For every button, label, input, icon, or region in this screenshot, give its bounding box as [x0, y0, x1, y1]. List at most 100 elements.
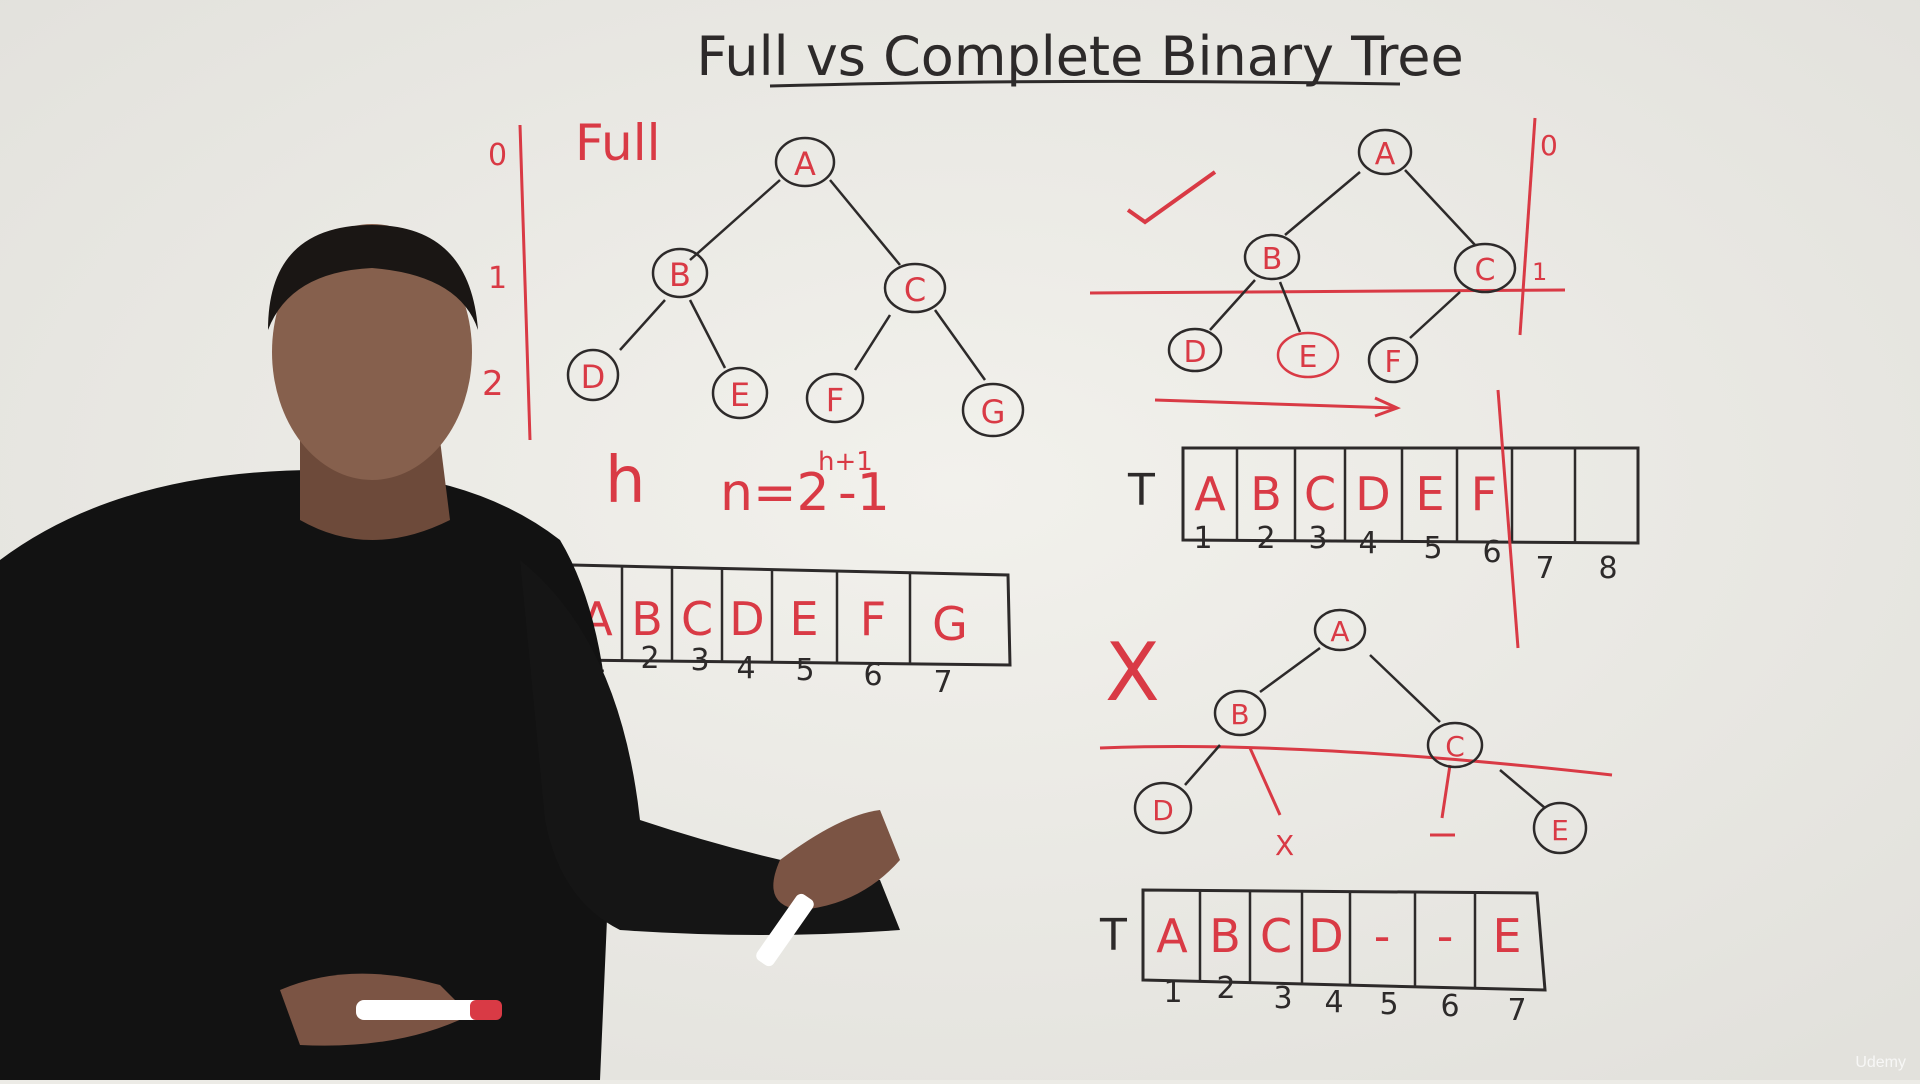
yes-node-d: D [1167, 327, 1223, 373]
height-symbol: h [605, 444, 646, 518]
no-index-5: 5 [1379, 987, 1398, 1022]
yes-tree-edges [1209, 169, 1476, 339]
full-level-1: 1 [488, 261, 507, 296]
no-node-e: E [1532, 801, 1588, 855]
full-node-c: C [883, 262, 947, 314]
no-cell-6: - [1437, 909, 1454, 963]
no-index-4: 4 [1324, 985, 1343, 1020]
no-node-b: B [1213, 689, 1267, 737]
full-index-2: 2 [640, 641, 659, 676]
svg-text:E: E [730, 376, 750, 414]
no-index-6: 6 [1440, 989, 1459, 1024]
marker-right [756, 893, 814, 967]
full-cell-2: B [631, 592, 663, 646]
yes-node-b: B [1243, 233, 1301, 281]
formula-tail: -1 [838, 463, 890, 523]
full-label: Full [575, 114, 661, 172]
no-node-d: D [1133, 781, 1193, 835]
yes-node-c: C [1453, 242, 1517, 294]
svg-text:B: B [1262, 242, 1283, 277]
yes-index-6: 6 [1482, 535, 1501, 570]
full-level-0: 0 [488, 138, 507, 173]
full-node-a: A [774, 136, 836, 188]
yes-cell-1: A [1194, 467, 1226, 521]
yes-array: A B C D E F 1 2 3 4 5 6 7 8 [1181, 446, 1640, 586]
full-index-6: 6 [863, 658, 882, 693]
yes-index-8: 8 [1598, 551, 1617, 586]
yes-level-line [1089, 288, 1566, 295]
order-arrow [1154, 396, 1401, 418]
yes-index-3: 3 [1308, 521, 1327, 556]
formula-main: n=2 [720, 463, 830, 523]
full-node-g: G [961, 382, 1025, 438]
svg-text:F: F [1384, 345, 1401, 380]
yes-array-label: T [1127, 465, 1155, 516]
no-node-a: A [1313, 608, 1367, 652]
yes-index-2: 2 [1256, 521, 1275, 556]
yes-cell-6: F [1471, 467, 1497, 521]
presenter-torso [0, 470, 612, 1080]
svg-text:C: C [904, 271, 926, 309]
yes-node-a: A [1357, 128, 1413, 176]
svg-text:D: D [1152, 794, 1174, 827]
title-underline [769, 79, 1401, 88]
yes-index-4: 4 [1358, 526, 1377, 561]
full-node-f: F [805, 372, 865, 424]
no-index-7: 7 [1507, 993, 1526, 1028]
svg-text:C: C [1445, 730, 1465, 763]
svg-text:F: F [826, 381, 844, 419]
full-cell-6: F [860, 592, 886, 646]
no-cell-5: - [1374, 909, 1391, 963]
no-tree-nodes: A B C D E [1133, 608, 1588, 855]
missing-mark-d: X [1275, 829, 1294, 862]
full-level-2: 2 [482, 364, 504, 404]
svg-text:D: D [581, 358, 606, 396]
yes-level-divider [1518, 117, 1537, 336]
no-node-c: C [1426, 721, 1484, 769]
yes-tree-nodes: A B C D E F [1167, 128, 1517, 384]
svg-text:A: A [794, 145, 816, 183]
full-index-4: 4 [736, 651, 755, 686]
presenter-right-hand [773, 810, 900, 910]
formula-exponent: h+1 [818, 447, 873, 477]
no-missing-edges [1248, 747, 1455, 837]
yes-node-f: F [1367, 336, 1419, 384]
check-mark [1126, 170, 1217, 225]
cross-mark: X [1105, 626, 1160, 719]
full-tree-nodes: A B C D E F G [566, 136, 1025, 438]
no-array: A B C D - - E 1 2 3 4 5 6 7 [1141, 888, 1547, 1028]
full-cell-3: C [681, 592, 713, 646]
marker-left [356, 1000, 491, 1020]
no-array-label: T [1099, 910, 1127, 961]
svg-text:E: E [1551, 814, 1569, 847]
yes-node-e: E [1276, 331, 1340, 379]
full-tree-edges [619, 179, 987, 381]
marker-left-cap [470, 1000, 502, 1020]
svg-text:B: B [669, 256, 691, 294]
full-index-5: 5 [795, 653, 814, 688]
yes-level-0: 0 [1540, 129, 1558, 162]
yes-cell-2: B [1250, 467, 1282, 521]
udemy-watermark: Udemy [1855, 1054, 1906, 1071]
svg-text:G: G [981, 393, 1006, 431]
presenter [0, 224, 900, 1080]
svg-text:E: E [1299, 340, 1318, 375]
full-node-b: B [651, 247, 709, 299]
no-index-1: 1 [1163, 975, 1182, 1010]
full-level-divider [518, 124, 532, 441]
yes-cut-line [1496, 389, 1520, 649]
full-cell-5: E [789, 592, 818, 646]
yes-cell-3: C [1304, 467, 1336, 521]
no-cell-1: A [1156, 909, 1188, 963]
yes-level-1: 1 [1532, 258, 1547, 286]
svg-text:D: D [1183, 335, 1206, 370]
full-node-e: E [711, 366, 769, 420]
full-index-7: 7 [933, 665, 952, 700]
yes-index-1: 1 [1193, 521, 1212, 556]
board-title: Full vs Complete Binary Tree [696, 25, 1463, 88]
presenter-face [272, 224, 472, 480]
no-index-2: 2 [1216, 971, 1235, 1006]
no-cell-3: C [1260, 909, 1292, 963]
no-tree-edges [1184, 646, 1546, 809]
